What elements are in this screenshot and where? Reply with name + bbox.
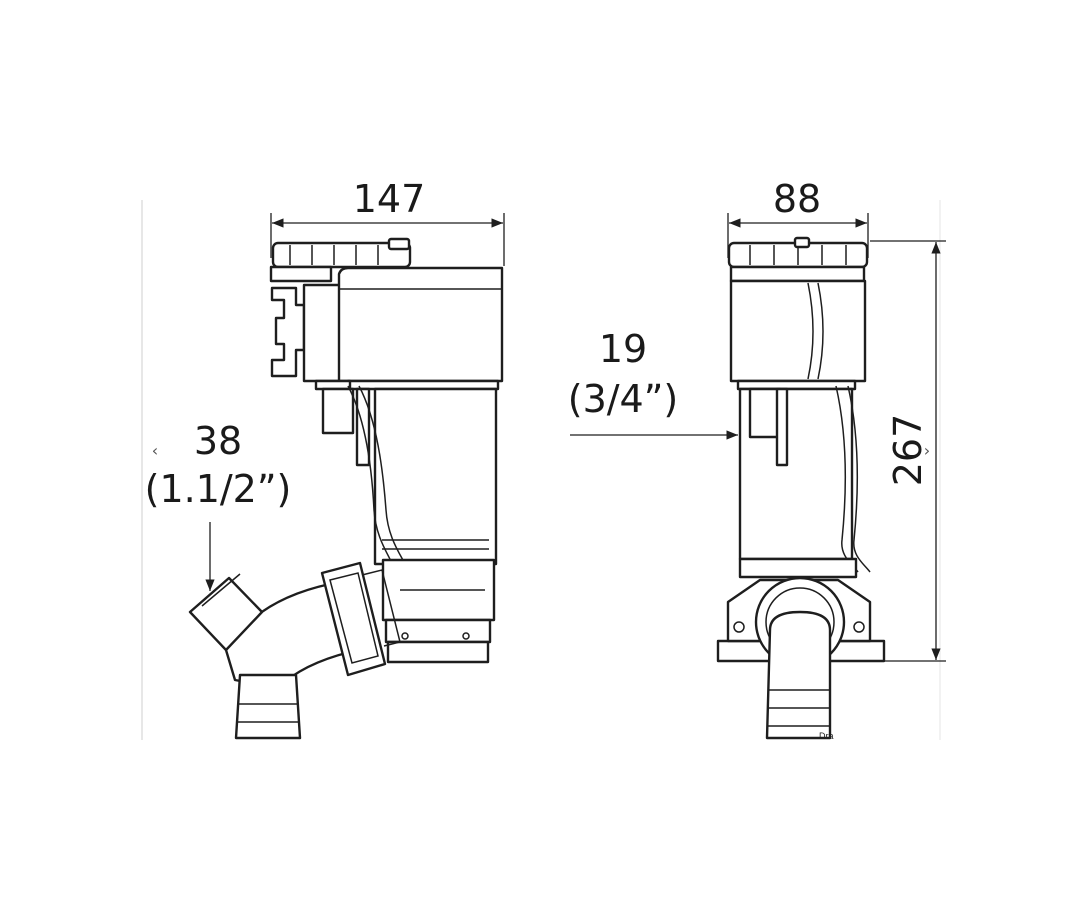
width-front-label: 147: [352, 177, 426, 221]
watermark-text: Dra: [819, 731, 834, 741]
chevron-right-icon: ›: [923, 440, 931, 460]
prev-image-button[interactable]: ‹: [144, 439, 166, 461]
inlet-size-inch-label: (3/4”): [567, 377, 679, 421]
outlet-size-label: 38: [193, 419, 243, 463]
inlet-size-label: 19: [598, 327, 648, 371]
next-image-button[interactable]: ›: [916, 439, 938, 461]
outlet-size-inch-label: (1.1/2”): [144, 467, 292, 511]
width-side-label: 88: [772, 177, 822, 221]
pump-side-view: [716, 236, 886, 740]
dimension-lines: [205, 213, 946, 662]
chevron-left-icon: ‹: [151, 440, 159, 460]
pump-front-view: [188, 237, 504, 740]
